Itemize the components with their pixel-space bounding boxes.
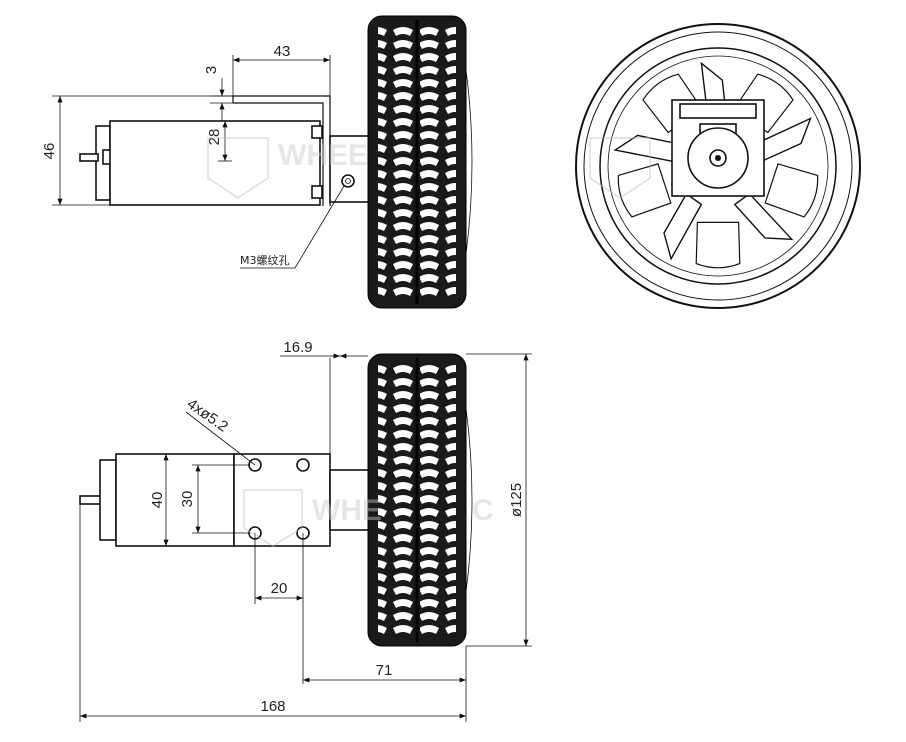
rim-pocket	[733, 73, 794, 134]
svg-text:C: C	[472, 494, 494, 527]
motor-end-cap-2	[99, 459, 117, 541]
dim-bracket-length: 43	[274, 43, 291, 60]
rim	[599, 47, 837, 285]
motor-shaft	[79, 153, 99, 162]
watermark-front	[589, 137, 651, 199]
top-side-view: 43 3 28 46 M3螺纹孔 WHEE	[41, 15, 473, 309]
mount-hole-2	[296, 458, 310, 472]
dim-hole-spacing-v: 30	[179, 491, 196, 508]
m3-hole	[341, 174, 355, 188]
dim-axle-to-wheel: 71	[376, 662, 393, 679]
rim-pocket	[764, 163, 819, 218]
callout-m3: M3螺纹孔	[240, 253, 290, 267]
dim-bracket-height: 40	[149, 492, 166, 509]
dim-overall-height: 46	[41, 143, 58, 160]
spoke	[733, 192, 794, 241]
dim-overall-width: 168	[260, 698, 285, 715]
wheel-hub	[329, 135, 371, 203]
dim-plate-thickness: 3	[203, 66, 220, 74]
rim-pocket	[617, 163, 672, 218]
rim-pocket	[695, 221, 741, 269]
svg-text:WHE: WHE	[312, 494, 382, 527]
dim-motor-dia: 28	[206, 129, 223, 146]
watermark-top: WHEE	[207, 137, 368, 199]
watermark-bottom: WHE C	[243, 489, 494, 547]
motor-body-2	[115, 453, 235, 547]
wheel-front-view	[575, 23, 861, 309]
rim-pocket	[642, 73, 703, 134]
dim-wheel-dia: ø125	[508, 483, 525, 517]
motor-shaft-2	[79, 495, 103, 505]
motor-body	[109, 120, 321, 206]
dim-hole-spacing-h: 20	[271, 580, 288, 597]
callout-leader	[240, 185, 345, 269]
hole-note-leader	[185, 411, 256, 466]
dim-hub-offset: 16.9	[283, 339, 312, 356]
bottom-side-view: 16.9 4xø5.2 40 30 20 71 168 ø125	[79, 339, 532, 722]
svg-text:WHEE: WHEE	[278, 139, 368, 172]
spoke	[663, 192, 703, 261]
